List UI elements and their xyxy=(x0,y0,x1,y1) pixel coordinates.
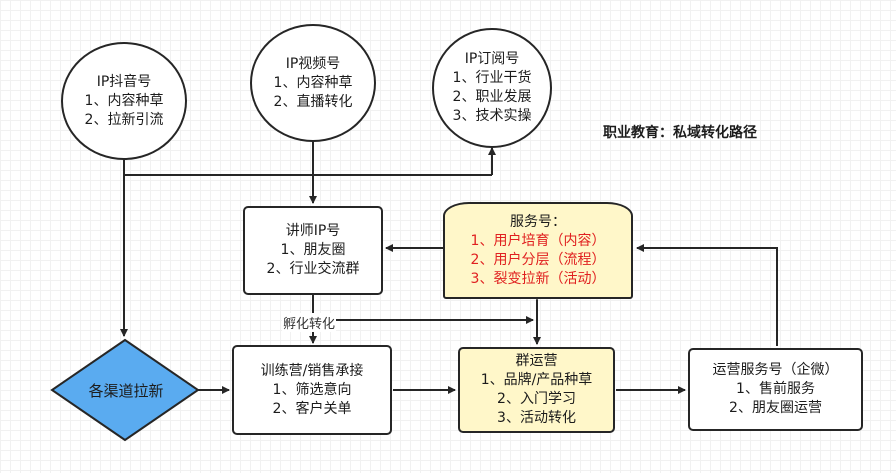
node-dingyue-item: 2、职业发展 xyxy=(452,89,532,105)
node-lecturer-item: 2、行业交流群 xyxy=(266,261,360,277)
node-douyin-item: 2、拉新引流 xyxy=(84,111,164,128)
channels-diamond xyxy=(50,338,200,442)
node-group-title: 群运营 xyxy=(515,353,558,369)
node-lecturer-item: 1、朋友圈 xyxy=(280,242,346,258)
node-group-item: 1、品牌/产品种草 xyxy=(480,372,593,388)
diagram-title: 职业教育：私域转化路径 xyxy=(603,125,757,141)
node-ops-item: 1、售前服务 xyxy=(736,381,815,397)
node-shipinhao-item: 2、直播转化 xyxy=(273,93,353,110)
node-shipinhao-item: 1、内容种草 xyxy=(273,74,353,91)
node-douyin-title: IP抖音号 xyxy=(96,73,152,90)
node-douyin-item: 1、内容种草 xyxy=(84,92,164,109)
node-channels-label: 各渠道拉新 xyxy=(88,381,164,400)
node-service-title: 服务号： xyxy=(510,213,566,230)
node-douyin: IP抖音号 1、内容种草 2、拉新引流 xyxy=(61,42,187,160)
node-ops-title: 运营服务号（企微） xyxy=(712,362,839,378)
node-ops-item: 2、朋友圈运营 xyxy=(729,400,822,416)
ops-service-arrow xyxy=(636,244,778,346)
node-dingyue-item: 3、技术实操 xyxy=(452,108,532,124)
node-dingyue: IP订阅号 1、行业干货 2、职业发展 3、技术实操 xyxy=(432,28,552,148)
node-lecturer: 讲师IP号 1、朋友圈 2、行业交流群 xyxy=(243,206,383,295)
node-shipinhao-title: IP视频号 xyxy=(285,55,341,72)
node-service-item: 1、用户培育（内容） xyxy=(470,232,606,249)
node-shipinhao: IP视频号 1、内容种草 2、直播转化 xyxy=(250,24,376,142)
node-service-item: 2、用户分层（流程） xyxy=(470,251,606,268)
node-group: 群运营 1、品牌/产品种草 2、入门学习 3、活动转化 xyxy=(458,347,615,433)
node-service-item: 3、裂变拉新（活动） xyxy=(470,270,606,287)
node-dingyue-title: IP订阅号 xyxy=(464,51,520,67)
edge-label-incubation: 孵化转化 xyxy=(282,313,337,332)
node-group-item: 3、活动转化 xyxy=(497,410,576,426)
node-training-item: 2、客户关单 xyxy=(272,400,352,417)
node-dingyue-item: 1、行业干货 xyxy=(452,70,532,86)
node-service: 服务号： 1、用户培育（内容） 2、用户分层（流程） 3、裂变拉新（活动） xyxy=(443,202,633,299)
node-training-title: 训练营/销售承接 xyxy=(260,362,364,379)
node-training-item: 1、筛选意向 xyxy=(272,381,352,398)
node-ops: 运营服务号（企微） 1、售前服务 2、朋友圈运营 xyxy=(688,348,863,431)
node-lecturer-title: 讲师IP号 xyxy=(285,223,341,239)
node-training: 训练营/销售承接 1、筛选意向 2、客户关单 xyxy=(232,345,392,435)
node-group-item: 2、入门学习 xyxy=(497,391,576,407)
